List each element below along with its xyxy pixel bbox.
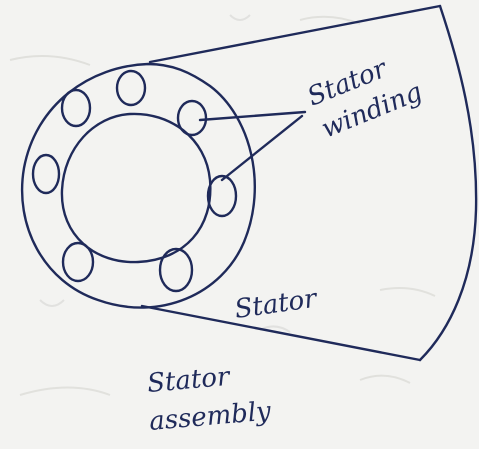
winding-slot-top	[117, 71, 145, 105]
label-stator-assembly-line2: assembly	[148, 396, 272, 437]
stator-bore	[62, 114, 210, 262]
label-stator-winding: Stator winding	[303, 53, 426, 144]
winding-leader-lines	[200, 112, 305, 180]
winding-slot-upper-right	[178, 101, 206, 135]
label-stator-assembly-line1: Stator	[146, 362, 232, 399]
label-stator-assembly: Stator assembly	[146, 362, 272, 437]
label-stator: Stator	[233, 284, 320, 325]
winding-slot-lower-left	[63, 243, 93, 281]
winding-slot-upper-left	[62, 90, 90, 126]
winding-slot-right	[208, 176, 236, 216]
winding-slot-left	[33, 155, 59, 193]
winding-slot-lower-right	[160, 249, 192, 291]
